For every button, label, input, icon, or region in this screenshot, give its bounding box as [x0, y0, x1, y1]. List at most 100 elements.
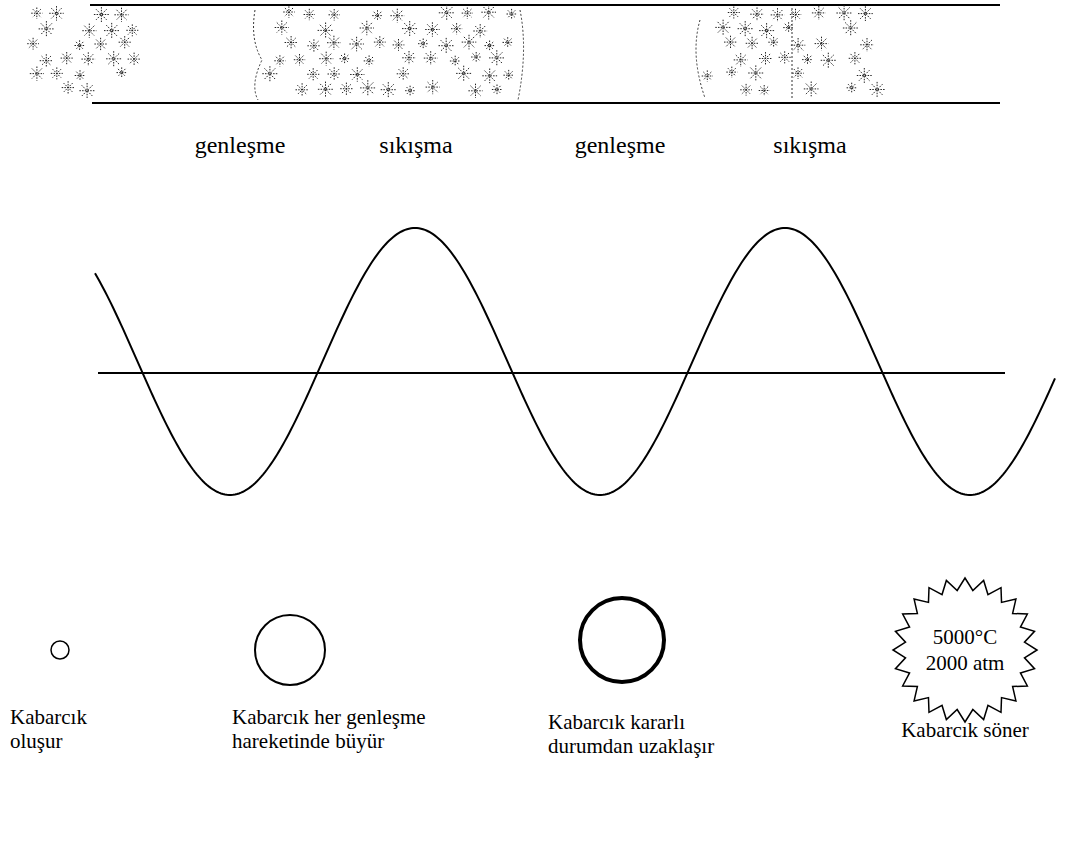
particle — [94, 7, 109, 22]
bubble-outline — [255, 615, 325, 685]
particle — [702, 70, 713, 81]
particle — [30, 67, 44, 81]
stage-caption: Kabarcık kararlı durumdan uzaklaşır — [548, 710, 763, 758]
particle — [61, 52, 73, 64]
particle — [768, 37, 779, 48]
particle — [51, 67, 63, 79]
particle — [821, 53, 836, 68]
particle — [340, 54, 350, 64]
particle — [473, 24, 487, 38]
particle — [381, 82, 396, 97]
particle — [405, 86, 415, 96]
particle — [462, 7, 473, 18]
particle — [728, 7, 740, 19]
particle — [307, 39, 320, 52]
particle — [462, 35, 477, 50]
particle — [329, 9, 340, 21]
particle — [31, 8, 42, 19]
particle — [860, 38, 874, 52]
tube-wall — [92, 102, 1000, 104]
particle — [779, 51, 791, 63]
particle — [759, 23, 774, 38]
cluster-outline — [254, 8, 792, 100]
phase-label: genleşme — [195, 132, 286, 159]
particle — [319, 52, 333, 66]
particle — [402, 51, 416, 65]
particle — [304, 9, 315, 20]
particle — [81, 52, 95, 66]
particle — [485, 41, 495, 51]
particle — [836, 5, 852, 21]
cluster-outline — [254, 10, 524, 100]
stage-caption: Kabarcık söner — [875, 718, 1055, 742]
bubble-circle: Kabarcık kararlı durumdan uzaklaşır — [578, 596, 666, 684]
particle — [106, 51, 121, 66]
particle — [759, 52, 772, 65]
particle — [426, 80, 440, 94]
particle — [791, 38, 805, 52]
particle — [790, 9, 801, 20]
particle — [734, 53, 748, 67]
burst-outline — [893, 578, 1037, 722]
particle — [340, 83, 352, 95]
particle — [482, 69, 497, 84]
particle — [128, 53, 141, 66]
particle — [815, 37, 829, 51]
particle — [117, 67, 127, 77]
particle — [262, 66, 277, 81]
particle — [456, 66, 471, 81]
particle — [360, 80, 375, 95]
bubble-circle: Kabarcık oluşur — [49, 639, 71, 661]
particle — [870, 82, 885, 97]
bubble-circle: Kabarcık her genleşme hareketinde büyür — [253, 613, 327, 687]
particle — [738, 21, 753, 36]
particle — [804, 82, 819, 97]
particle — [746, 37, 759, 50]
particle — [397, 67, 410, 80]
particle — [802, 54, 813, 65]
tube-wall — [90, 4, 1000, 6]
particle — [39, 21, 55, 36]
particle — [374, 36, 386, 48]
bubble-outline — [51, 641, 69, 659]
particle — [350, 67, 364, 81]
particle — [275, 21, 289, 35]
node-outline — [893, 578, 1037, 722]
particle — [450, 56, 461, 66]
particle — [318, 23, 334, 39]
node-outline — [49, 639, 71, 661]
particle — [759, 85, 770, 96]
particle — [507, 9, 517, 19]
particle — [858, 6, 873, 21]
particle — [328, 67, 342, 80]
particle — [364, 55, 375, 66]
particle — [274, 55, 285, 66]
particle — [748, 65, 763, 80]
particle — [402, 21, 417, 36]
particle — [471, 52, 481, 62]
particle — [318, 82, 333, 97]
particle — [425, 22, 439, 36]
condition-value: 2000 atm — [926, 650, 1005, 676]
phase-label: genleşme — [575, 132, 666, 159]
particle — [481, 5, 496, 20]
axis-line — [98, 372, 1005, 374]
particle — [857, 68, 872, 83]
particle — [849, 52, 861, 64]
particle — [418, 39, 429, 49]
condition-value: 5000°C — [933, 624, 997, 650]
particle — [327, 36, 341, 50]
particle — [360, 21, 374, 35]
particle — [75, 40, 85, 50]
particle — [771, 8, 785, 22]
particle — [726, 67, 737, 78]
particle — [468, 84, 482, 98]
particle — [750, 7, 764, 21]
particle — [439, 5, 455, 21]
particle — [119, 36, 131, 48]
particle — [94, 38, 107, 51]
sine-wave — [95, 228, 1055, 495]
particle — [424, 51, 438, 65]
particle — [75, 70, 86, 81]
node-outline — [578, 596, 666, 684]
